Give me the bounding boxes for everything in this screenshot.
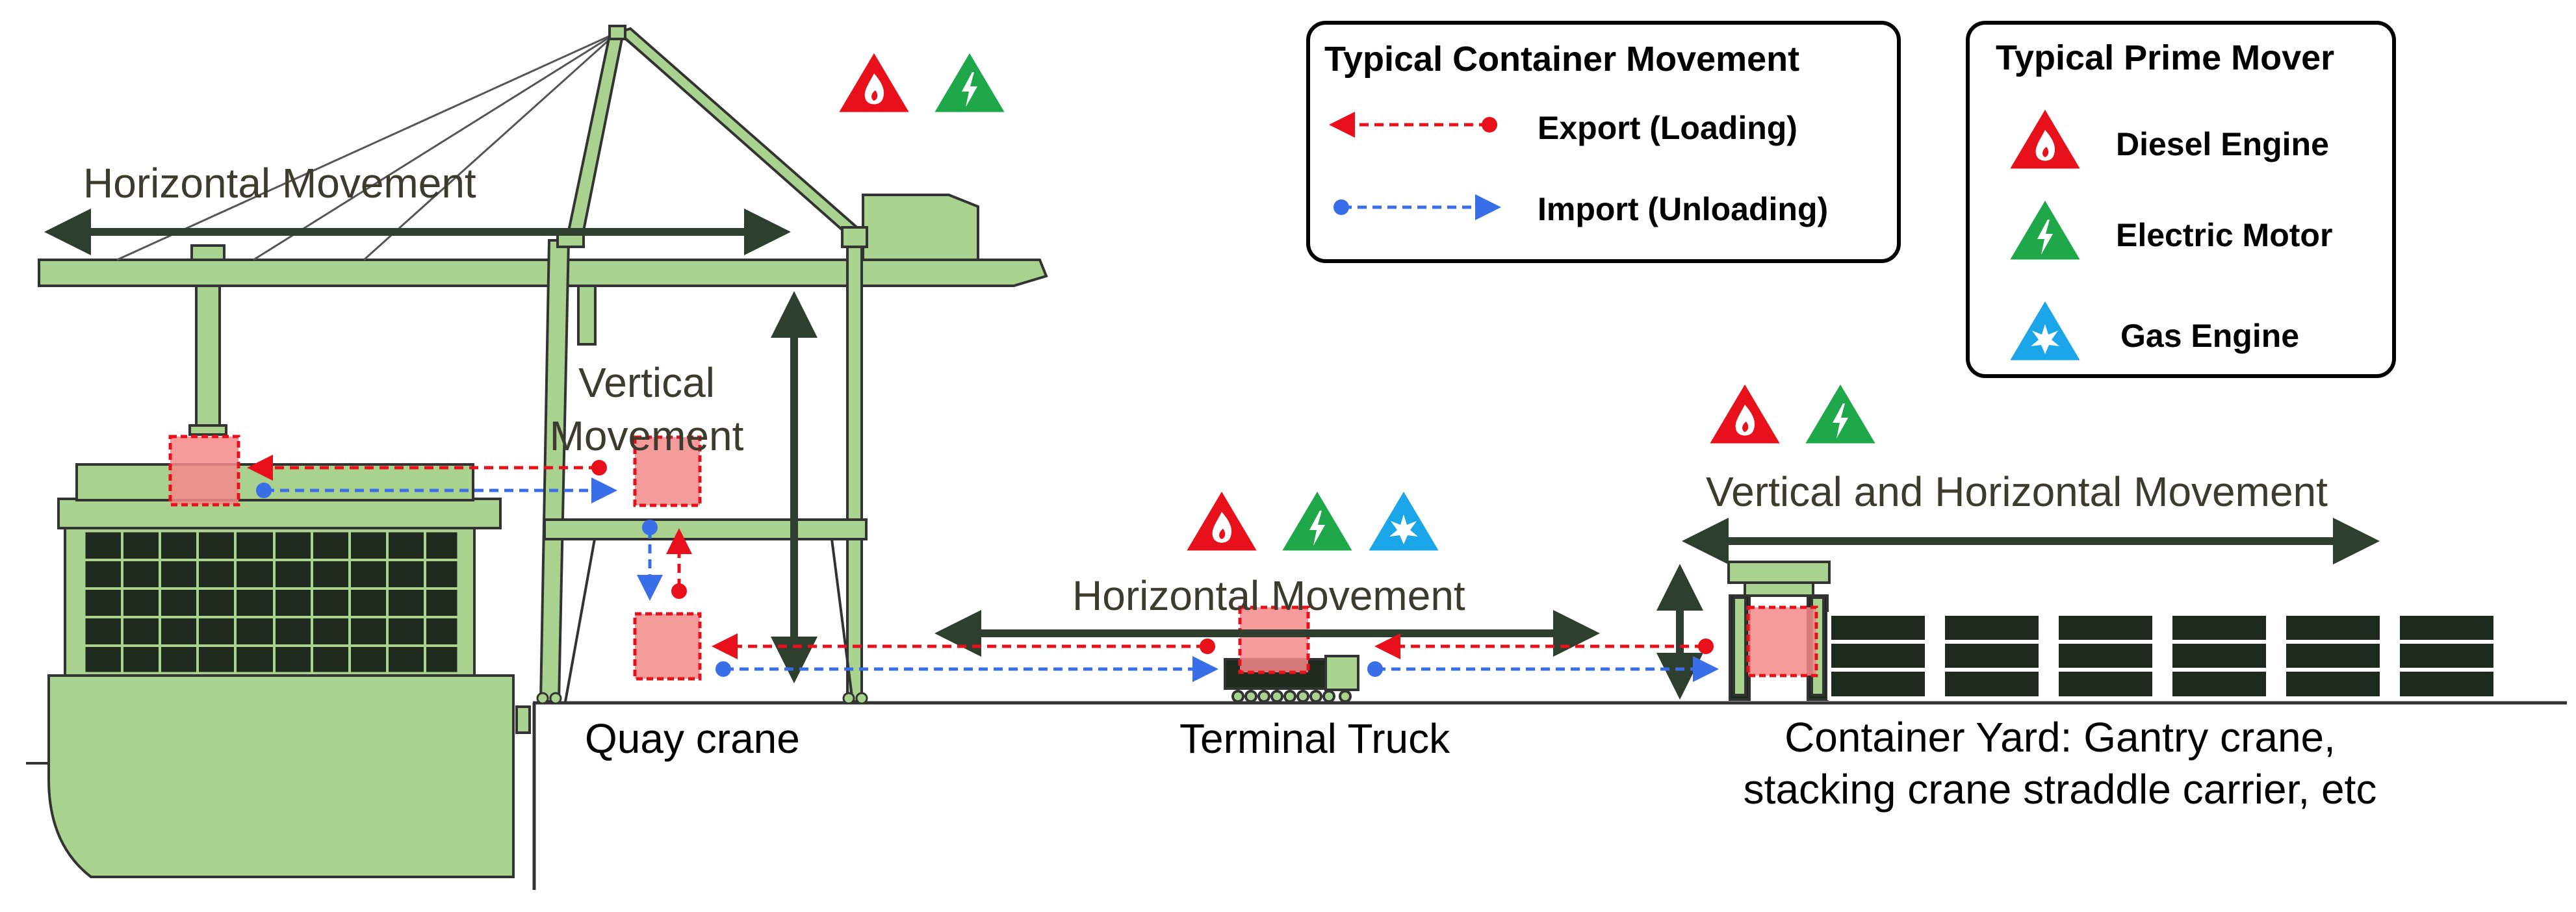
export-flow-arrows: [247, 455, 1714, 659]
ship-container-stack: [83, 530, 459, 674]
lightning-icon: [2005, 196, 2085, 263]
flame-icon: [2005, 105, 2085, 172]
flame-icon: [1182, 487, 1261, 554]
container-crane-lower: [633, 612, 702, 681]
prime-mover-legend: Typical Prime Mover Diesel Engine Electr…: [1966, 21, 2396, 378]
import-legend-label: Import (Unloading): [1538, 191, 1829, 227]
import-legend-arrow: [1333, 194, 1501, 220]
prime-mover-legend-title: Typical Prime Mover: [1996, 38, 2335, 77]
truck-horizontal-label: Horizontal Movement: [1072, 572, 1465, 619]
prime-mover-legend-icons: [2005, 105, 2085, 364]
quay-horizontal-label: Horizontal Movement: [83, 160, 476, 207]
legend-arrows: [1329, 112, 1501, 220]
container-movement-legend: Typical Container Movement Export (Loadi…: [1306, 21, 1901, 263]
container-yard-label-line2: stacking crane straddle carrier, etc: [1743, 766, 2377, 813]
lightning-icon: [930, 48, 1009, 116]
export-legend-arrow: [1329, 112, 1497, 138]
diesel-engine-label: Diesel Engine: [2116, 126, 2329, 162]
ship-container-grid: [84, 531, 458, 673]
quay-crane-wheels: [536, 692, 868, 705]
quay-vertical-label-line2: Movement: [549, 412, 744, 459]
quay-vertical-label: Vertical Movement: [539, 356, 754, 462]
import-flow-arrows: [256, 477, 1719, 682]
yard-container-stacks: [1827, 612, 2497, 700]
terminal-truck-label: Terminal Truck: [1179, 715, 1450, 762]
quay-vertical-label-line1: Vertical: [578, 359, 715, 406]
burst-icon: [1364, 487, 1443, 554]
quay-crane-prime-movers: [834, 48, 1009, 116]
lightning-icon: [1278, 487, 1357, 554]
yard-prime-movers: [1705, 379, 1880, 447]
movement-arrows: [44, 209, 2380, 700]
container-on-ship: [168, 435, 240, 507]
container-movement-legend-title: Typical Container Movement: [1324, 40, 1800, 79]
container-in-yard: [1746, 605, 1818, 678]
yard-movement-label: Vertical and Horizontal Movement: [1706, 468, 2328, 515]
containers: [168, 435, 1818, 681]
lightning-icon: [1801, 379, 1880, 447]
container-yard-label: Container Yard: Gantry crane, stacking c…: [1690, 711, 2430, 815]
burst-icon: [2005, 296, 2085, 364]
quay-crane: [38, 25, 1048, 703]
export-legend-label: Export (Loading): [1538, 110, 1797, 146]
container-yard-label-line1: Container Yard: Gantry crane,: [1784, 714, 2336, 761]
container-crane-upper: [633, 435, 702, 507]
electric-motor-label: Electric Motor: [2116, 217, 2333, 253]
flame-icon: [1705, 379, 1784, 447]
flame-icon: [834, 48, 914, 116]
truck-prime-movers: [1182, 487, 1443, 554]
gas-engine-label: Gas Engine: [2120, 318, 2300, 354]
quay-crane-label: Quay crane: [585, 715, 800, 762]
